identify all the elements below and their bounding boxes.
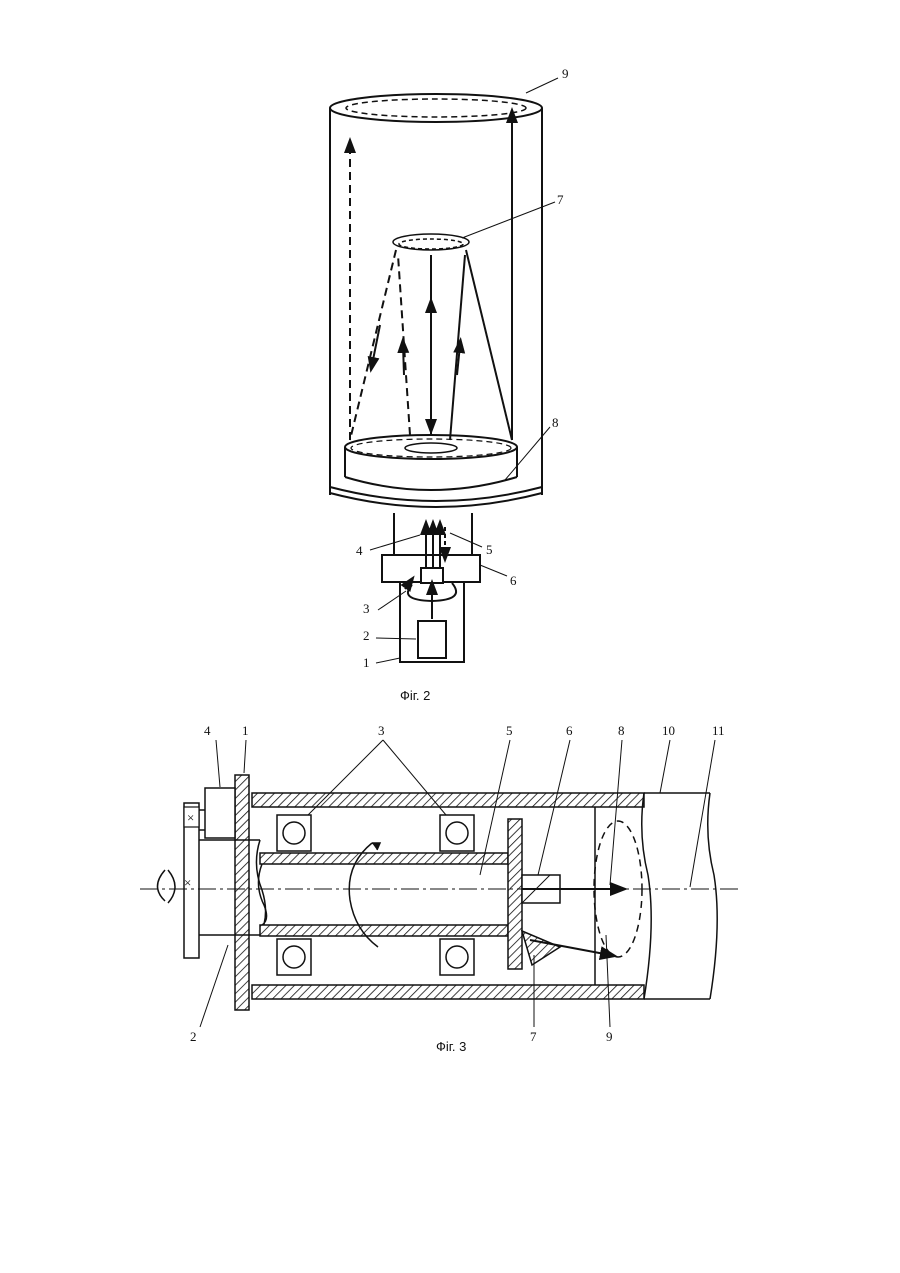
flange-1	[235, 775, 249, 1010]
fig3-label-8: 8	[618, 723, 625, 738]
figure-2-drawing: 9 7 8 4 5 6 3 2 1 Фіг. 2	[300, 55, 600, 715]
fig3-label-10: 10	[662, 723, 675, 738]
leader-lines	[370, 78, 558, 663]
source-block-2	[418, 621, 446, 658]
fig3-label-3: 3	[378, 723, 385, 738]
figure-3-drawing: ×	[140, 715, 760, 1060]
hollow-shaft-5	[258, 853, 508, 936]
fig2-label-8: 8	[552, 415, 559, 430]
top-mirror	[393, 234, 469, 250]
marker-glyph: ×	[187, 810, 194, 825]
figure-2-caption: Фіг. 2	[400, 688, 430, 703]
shaft-rotation-mark: ×	[184, 875, 191, 890]
fig3-label-2: 2	[190, 1029, 197, 1044]
fig2-label-1: 1	[363, 655, 370, 670]
figure-3-caption: Фіг. 3	[436, 1039, 466, 1054]
fig3-label-1: 1	[242, 723, 249, 738]
end-plate	[508, 819, 522, 969]
fig2-label-7: 7	[557, 192, 564, 207]
fig3-label-5: 5	[506, 723, 513, 738]
shaft-2	[199, 840, 266, 935]
fig2-label-3: 3	[363, 601, 370, 616]
prism-7	[522, 931, 560, 965]
fig3-label-7: 7	[530, 1029, 537, 1044]
rotating-element-3	[421, 568, 443, 583]
fig2-label-9: 9	[562, 66, 569, 81]
outer-cylinder	[330, 94, 542, 507]
cylinder-top-dashed-ring	[346, 99, 526, 117]
bearings-3	[277, 815, 474, 975]
fig3-label-6: 6	[566, 723, 573, 738]
tube-10	[595, 793, 717, 999]
fig2-label-6: 6	[510, 573, 517, 588]
fig2-label-4: 4	[356, 543, 363, 558]
motor-block-4	[205, 788, 235, 838]
figure-3: ×	[140, 715, 760, 1060]
fig3-leader-lines	[200, 740, 715, 1027]
fig3-label-11: 11	[712, 723, 725, 738]
figure-2: 9 7 8 4 5 6 3 2 1 Фіг. 2	[300, 55, 600, 715]
fig2-label-5: 5	[486, 542, 493, 557]
base-disk	[345, 435, 517, 490]
ray-paths	[350, 115, 512, 440]
fig2-label-2: 2	[363, 628, 370, 643]
fig3-label-9: 9	[606, 1029, 613, 1044]
fig3-label-4: 4	[204, 723, 211, 738]
